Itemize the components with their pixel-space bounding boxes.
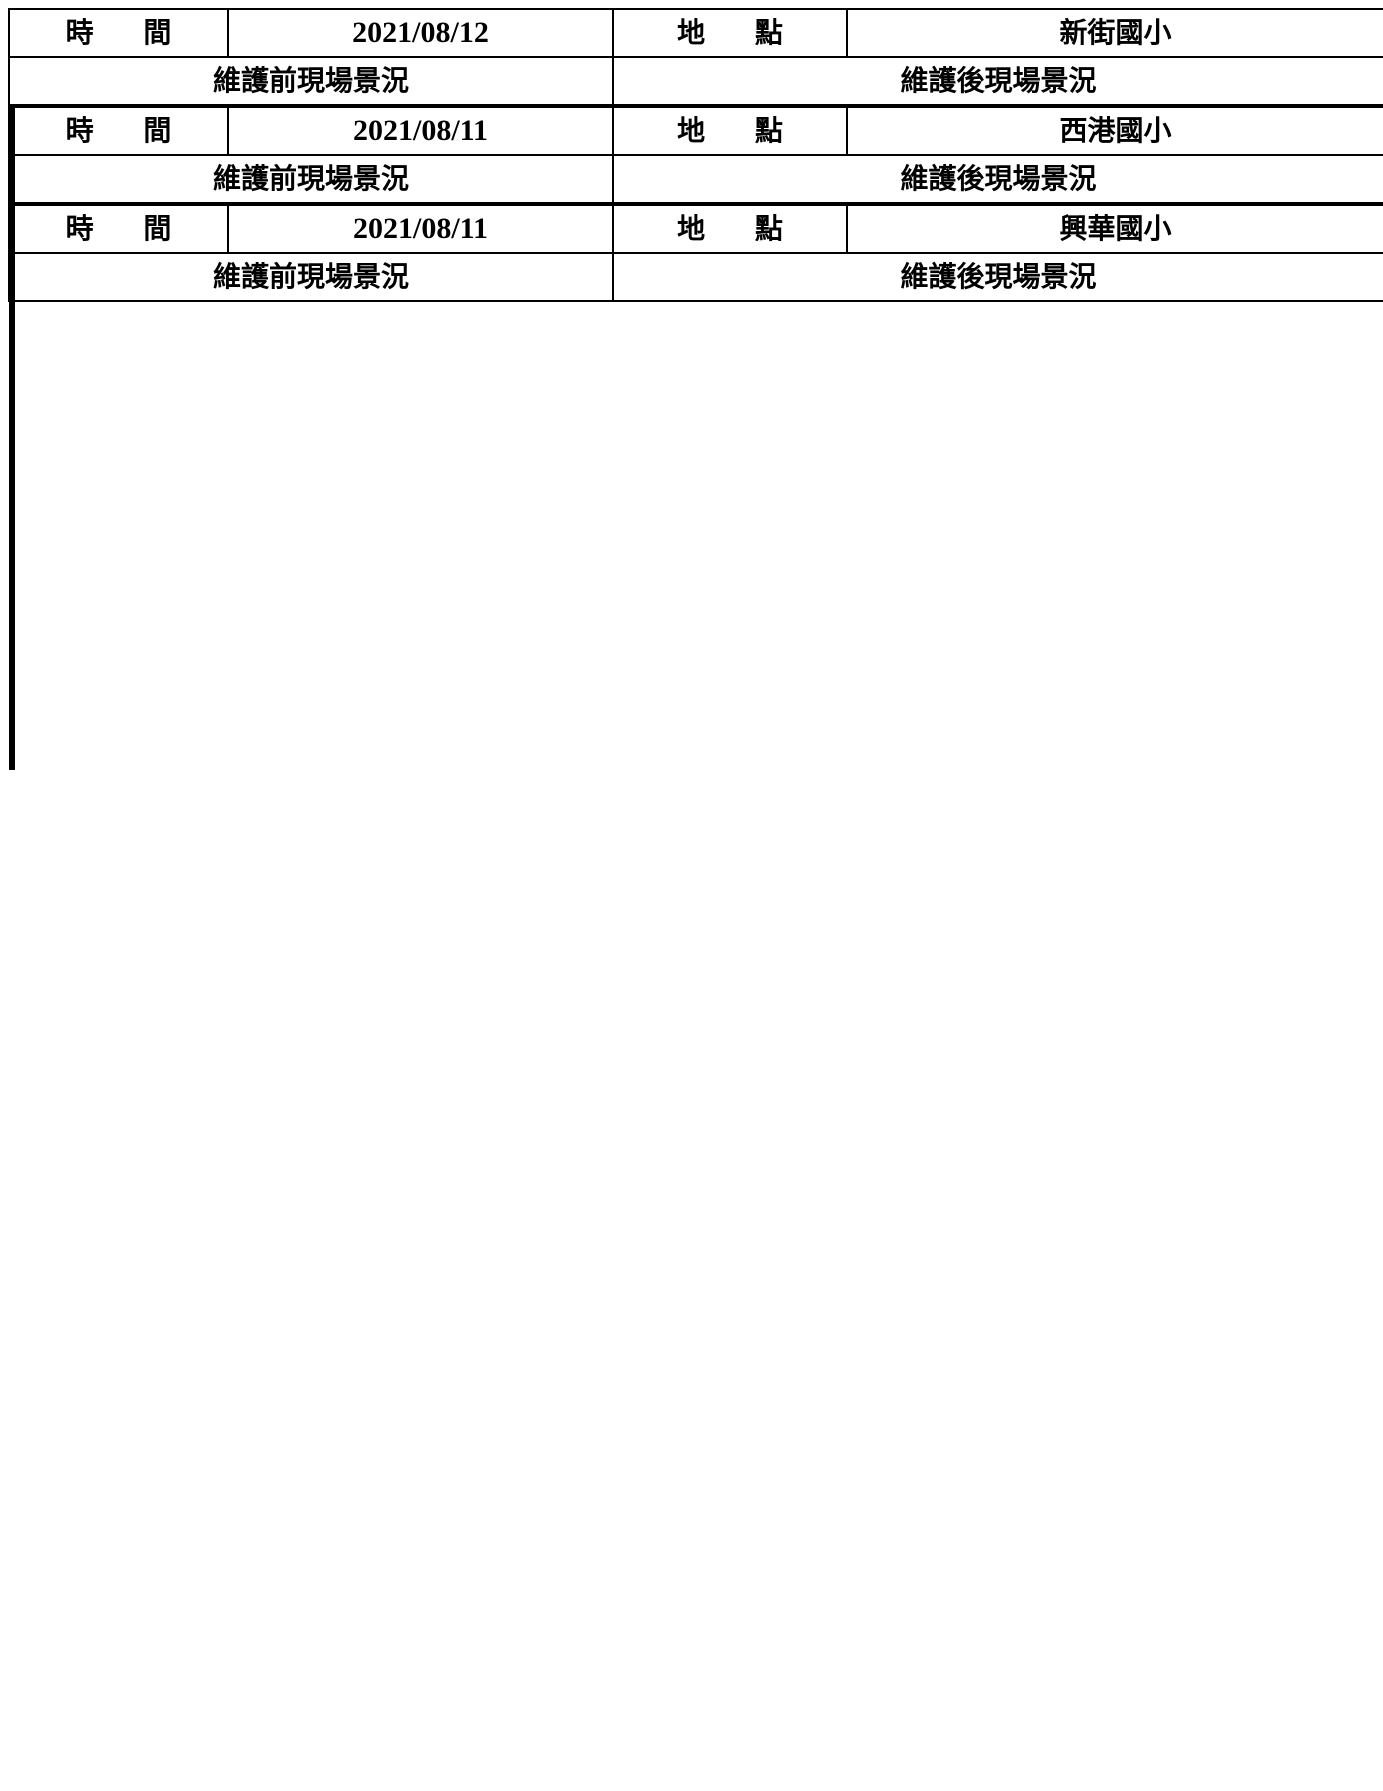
record-3-photo-row [9, 302, 15, 770]
record-2-location: 西港國小 [846, 106, 1383, 156]
record-2-info-row: 時 間 2021/08/11 地 點 西港國小 [8, 106, 1383, 156]
location-label: 地 點 [612, 8, 848, 58]
maintenance-report-table: 時 間 2021/08/12 地 點 新街國小 維護前現場景況 維護後現場景況 [8, 8, 1383, 770]
location-label: 地 點 [612, 204, 848, 254]
record-2-date: 2021/08/11 [227, 106, 614, 156]
record-3-before-photo-cell [9, 302, 13, 770]
after-caption: 維護後現場景況 [612, 56, 1383, 106]
location-label: 地 點 [612, 106, 848, 156]
record-3-info-row: 時 間 2021/08/11 地 點 興華國小 [8, 204, 1383, 254]
time-label: 時 間 [8, 8, 229, 58]
record-3-caption-row: 維護前現場景況 維護後現場景況 [8, 252, 1383, 302]
after-caption: 維護後現場景況 [612, 154, 1383, 204]
before-caption: 維護前現場景況 [8, 154, 614, 204]
record-2-caption-row: 維護前現場景況 維護後現場景況 [8, 154, 1383, 204]
record-3-location: 興華國小 [846, 204, 1383, 254]
record-1-location: 新街國小 [846, 8, 1383, 58]
record-1-date: 2021/08/12 [227, 8, 614, 58]
after-caption: 維護後現場景況 [612, 252, 1383, 302]
before-caption: 維護前現場景況 [8, 56, 614, 106]
time-label: 時 間 [8, 106, 229, 156]
time-label: 時 間 [8, 204, 229, 254]
before-caption: 維護前現場景況 [8, 252, 614, 302]
record-1-info-row: 時 間 2021/08/12 地 點 新街國小 [8, 8, 1383, 58]
record-3-date: 2021/08/11 [227, 204, 614, 254]
record-3-after-photo-cell [11, 302, 15, 770]
record-1-caption-row: 維護前現場景況 維護後現場景況 [8, 56, 1383, 106]
